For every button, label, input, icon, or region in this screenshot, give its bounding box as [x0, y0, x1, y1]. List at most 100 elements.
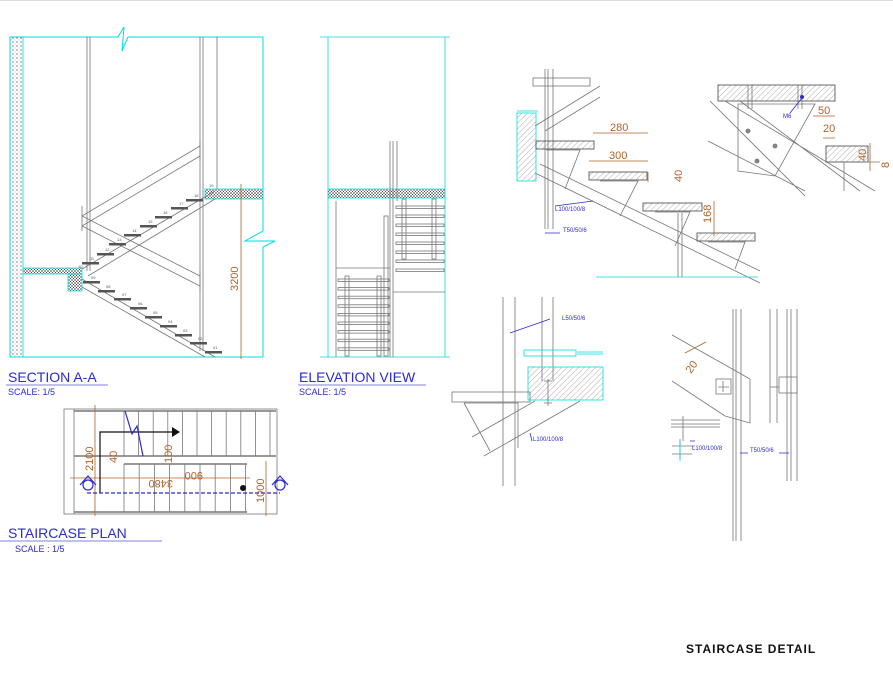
tread-dim-40: 40 [673, 170, 685, 182]
step-number: 03 [183, 328, 188, 333]
landing-detail [451, 297, 604, 486]
elevation-rung [337, 295, 390, 300]
step-treads: 01 02 03 04 05 06 07 08 09 10 11 12 13 14 15 16 17 18 19 [78, 183, 222, 354]
elevation-rung [395, 223, 445, 227]
plan-flight-dim: 900 [185, 469, 203, 481]
step-tread [109, 243, 126, 246]
tread-tee-label: T50/50/6 [563, 228, 587, 234]
bolt-dim-40: 40 [857, 149, 869, 161]
section-frame [9, 26, 276, 358]
step-tread [82, 262, 99, 265]
elevation-rung [337, 347, 390, 351]
step-number: 11 [90, 256, 95, 261]
step-tread [186, 199, 203, 202]
walk-arrow-icon [172, 427, 180, 437]
section-marker-right-icon [271, 475, 289, 491]
bolt-dim-8: 8 [880, 162, 892, 168]
step-tread [130, 307, 147, 310]
step-tread [97, 253, 114, 256]
step-tread [145, 316, 162, 319]
step-number: 10 [78, 264, 83, 269]
landing-top-label: L50/50/6 [562, 316, 586, 322]
step-number: 04 [168, 319, 173, 324]
step-number: 05 [153, 310, 158, 315]
plan-length-dim: 3480 [149, 477, 173, 489]
plan-gap-dim: 40 [108, 451, 120, 463]
step-number: 17 [179, 201, 184, 206]
step-tread [205, 351, 222, 354]
elevation-rung [337, 304, 390, 308]
step-number: 14 [132, 228, 137, 233]
plan-lower-treads [123, 464, 247, 512]
elevation-rung [337, 278, 390, 282]
step-tread [175, 334, 192, 337]
section-scale: SCALE: 1/5 [8, 387, 55, 397]
step-number: 06 [138, 301, 143, 306]
landing-slab [22, 267, 83, 275]
step-tread [190, 342, 207, 345]
walk-line [99, 431, 172, 493]
plan-post-dim: 100 [163, 445, 175, 463]
tread-detail [516, 69, 761, 284]
step-number: 08 [106, 284, 111, 289]
step-number: 16 [163, 210, 168, 215]
elevation-title: ELEVATION VIEW [299, 369, 416, 385]
section-marker-left-icon [79, 475, 97, 491]
step-tread [171, 207, 188, 210]
elevation-rung [395, 250, 445, 254]
plan-title: STAIRCASE PLAN [8, 525, 127, 541]
section-a-a: 01 02 03 04 05 06 07 08 09 10 11 12 13 14 15 16 17 18 19 [9, 26, 276, 359]
step-number: 13 [117, 237, 122, 242]
post-dim-20: 20 [684, 359, 701, 376]
plan-width-dim: 2100 [84, 447, 96, 471]
elevation-rung [337, 338, 390, 343]
elevation-scale: SCALE: 1/5 [299, 387, 346, 397]
walk-end-dot-icon [240, 485, 246, 491]
elevation-rung [337, 312, 390, 317]
step-number: 09 [91, 275, 96, 280]
tread-angle-label: L100/100/8 [555, 207, 586, 213]
left-wall [9, 36, 24, 358]
upper-flight-rungs [395, 205, 445, 272]
upper-floor-slab [204, 188, 264, 200]
bolt-dim-20: 20 [823, 123, 835, 135]
post-tee-label: T50/50/6 [750, 448, 774, 454]
tread-dim-168: 168 [702, 205, 714, 223]
lower-flight-rungs [337, 278, 390, 351]
staircase-plan [63, 405, 280, 516]
elevation-rung [337, 321, 390, 325]
bolt-detail [707, 84, 880, 197]
bolt-dim-50: 50 [818, 105, 830, 117]
step-number: 01 [213, 345, 218, 350]
break-symbol [124, 410, 144, 457]
bolt-label: M6 [783, 114, 792, 120]
step-number: 07 [122, 292, 127, 297]
elevation-slab [327, 188, 446, 199]
section-height-dim: 3200 [229, 267, 241, 291]
step-number: 18 [194, 193, 199, 198]
sheet-title: STAIRCASE DETAIL [686, 642, 816, 656]
tread-dim-300: 300 [609, 150, 627, 162]
step-number: 15 [148, 219, 153, 224]
step-number: 02 [198, 336, 203, 341]
elevation-rung [395, 205, 445, 209]
elevation-rung [337, 287, 390, 291]
plan-landing-dim: 1000 [255, 479, 267, 503]
elevation-rung [395, 259, 445, 263]
step-number: 12 [105, 247, 110, 252]
elevation-view [320, 36, 450, 358]
bolt-marker-icon [800, 95, 804, 99]
step-tread [98, 290, 115, 293]
step-tread [160, 325, 177, 328]
step-number: 19 [209, 183, 214, 188]
step-tread [155, 216, 172, 219]
post-angle-label: L100/100/8 [692, 446, 723, 452]
elevation-rung [395, 214, 445, 218]
elevation-rung [337, 330, 390, 334]
plan-scale: SCALE : 1/5 [15, 544, 65, 554]
section-title: SECTION A-A [8, 369, 97, 385]
landing-angle-label: L100/100/8 [533, 437, 564, 443]
plan-upper-treads [123, 411, 271, 456]
